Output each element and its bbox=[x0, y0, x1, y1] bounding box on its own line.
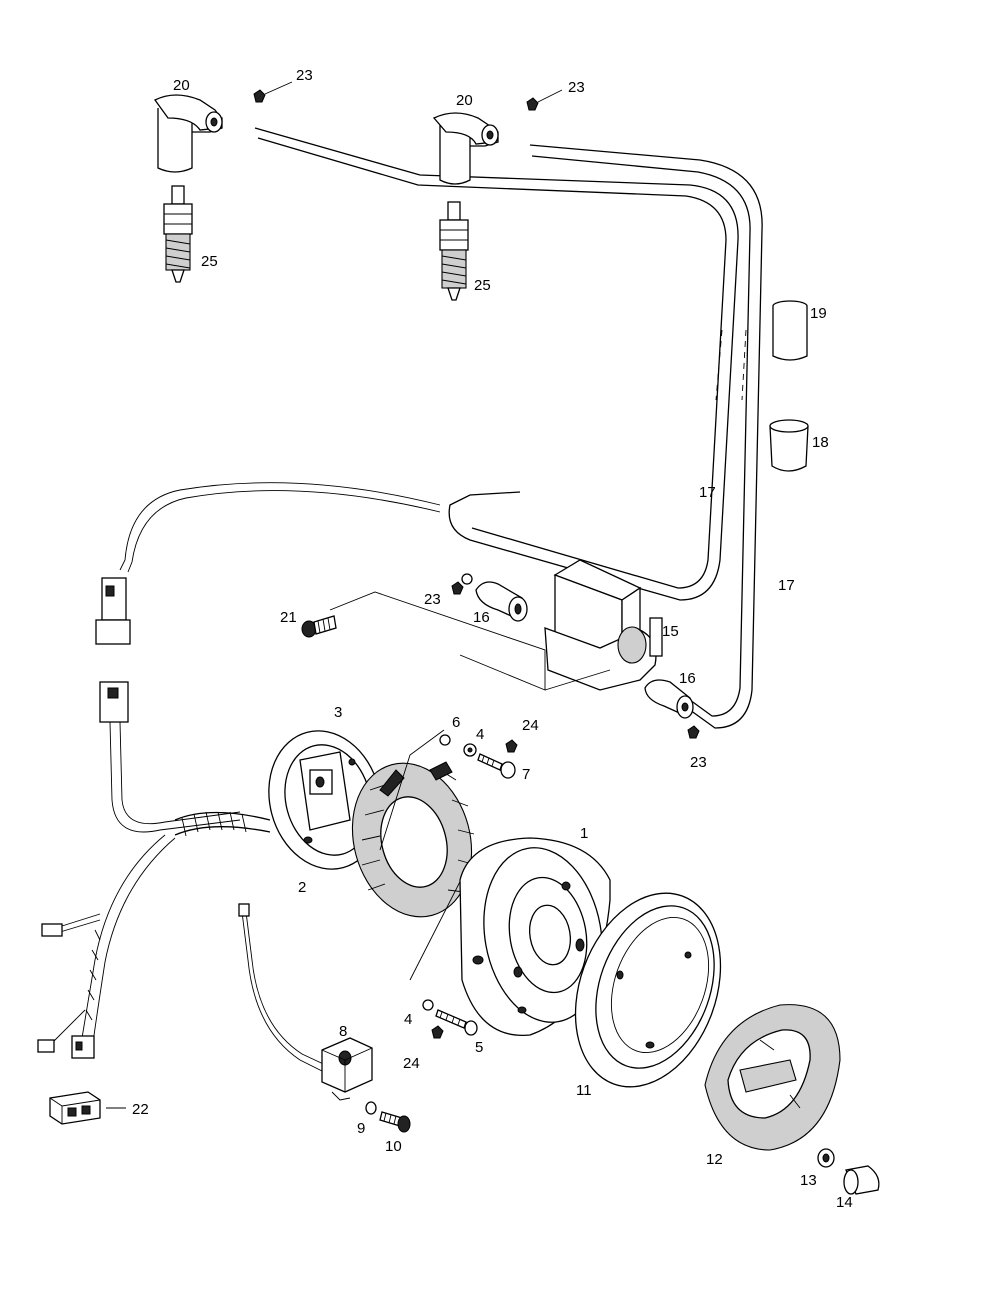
label-lock-washer-lower: 4 bbox=[404, 1011, 412, 1028]
spark-plug-right bbox=[439, 201, 469, 301]
ignition-coil-15 bbox=[544, 559, 663, 691]
flywheel-hardware bbox=[817, 1148, 880, 1195]
label-flywheel: 1 bbox=[580, 825, 588, 842]
label-coil-screw: 21 bbox=[280, 609, 297, 626]
spark-plug-left bbox=[163, 185, 193, 283]
wire-harness bbox=[37, 482, 441, 1059]
label-trigger-screw: 10 bbox=[385, 1138, 402, 1155]
sleeve-short bbox=[772, 300, 808, 361]
label-nut-upper: 24 bbox=[522, 717, 539, 734]
label-trigger-washer: 9 bbox=[357, 1120, 365, 1137]
label-lock-washer-upper: 4 bbox=[476, 726, 484, 743]
flywheel-1 bbox=[459, 837, 611, 1037]
stator-hardware-lower bbox=[422, 999, 478, 1039]
label-trigger-coil: 8 bbox=[339, 1023, 347, 1040]
coil-screw-21 bbox=[301, 615, 337, 638]
label-ht-wire-right: 17 bbox=[778, 577, 795, 594]
cap-nut-left-shape bbox=[253, 81, 293, 103]
label-connector: 22 bbox=[132, 1101, 149, 1118]
label-ht-wire-left: 17 bbox=[699, 484, 716, 501]
label-coil-boot-lower: 16 bbox=[679, 670, 696, 687]
label-stator-screw-upper: 7 bbox=[522, 766, 530, 783]
cap-nut-right-shape bbox=[526, 89, 563, 111]
coil-boot-lower-shape bbox=[644, 679, 700, 739]
label-coil-nut-lower: 23 bbox=[690, 754, 707, 771]
label-fan-cover: 12 bbox=[706, 1151, 723, 1168]
stator-2 bbox=[351, 761, 475, 918]
label-stator-plate: 3 bbox=[334, 704, 342, 721]
trigger-hardware bbox=[365, 1101, 411, 1133]
starter-cup-11 bbox=[574, 892, 722, 1088]
label-spark-plug-right: 25 bbox=[474, 277, 491, 294]
label-cap-nut-right: 23 bbox=[568, 79, 585, 96]
label-ignition-coil: 15 bbox=[662, 623, 679, 640]
label-cap-nut-left: 23 bbox=[296, 67, 313, 84]
high-tension-wire-17 bbox=[254, 127, 763, 729]
label-starter-cup: 11 bbox=[576, 1082, 592, 1099]
stator-hardware-upper bbox=[439, 734, 518, 779]
label-sleeve-long: 18 bbox=[812, 434, 829, 451]
label-coil-boot-upper: 16 bbox=[473, 609, 490, 626]
trigger-coil-8 bbox=[238, 903, 373, 1101]
connector-22 bbox=[49, 1091, 126, 1125]
coil-nut-upper-shape bbox=[451, 573, 473, 595]
label-stator-screw-lower: 5 bbox=[475, 1039, 483, 1056]
label-washer-upper: 6 bbox=[452, 714, 460, 731]
label-spark-plug-left: 25 bbox=[201, 253, 218, 270]
spark-plug-cap-right bbox=[432, 112, 499, 185]
coil-boot-upper-shape bbox=[475, 581, 528, 622]
label-sleeve-short: 19 bbox=[810, 305, 827, 322]
label-coil-nut-upper: 23 bbox=[424, 591, 441, 608]
label-flywheel-washer: 13 bbox=[800, 1172, 817, 1189]
label-spark-plug-cap-left: 20 bbox=[173, 77, 190, 94]
spark-plug-cap-left bbox=[154, 94, 223, 173]
label-spark-plug-cap-right: 20 bbox=[456, 92, 473, 109]
callout-labels: 20 23 20 23 25 25 19 18 17 17 23 21 16 1… bbox=[132, 67, 853, 1211]
label-nut-lower: 24 bbox=[403, 1055, 420, 1072]
label-stator: 2 bbox=[298, 879, 306, 896]
label-flywheel-nut: 14 bbox=[836, 1194, 853, 1211]
sleeve-long bbox=[769, 419, 809, 472]
fan-cover-12 bbox=[704, 1004, 841, 1151]
